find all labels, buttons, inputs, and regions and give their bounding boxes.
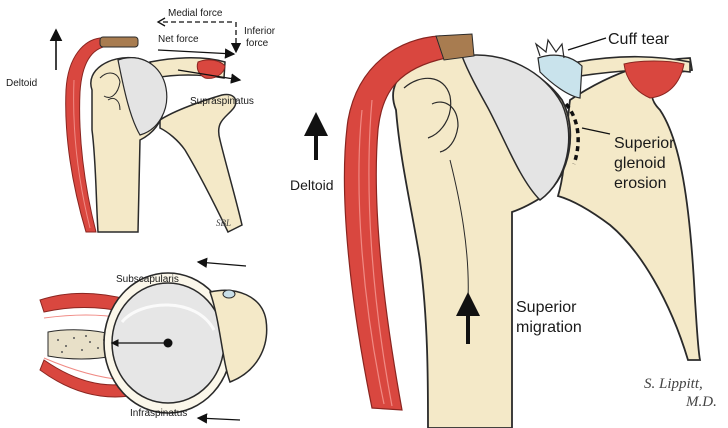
center-of-rotation [164,339,173,348]
superior-migration-label-1: Superior [516,299,577,316]
cuff-tear-label: Cuff tear [608,31,670,48]
inferior-force-label-1: Inferior [244,26,276,37]
glenoid-erosion-label-2: glenoid [614,155,666,172]
net-force-label: Net force [158,34,199,45]
bottom-left-panel: Subscapularis Infraspinatus [40,262,267,420]
scapula [160,94,242,232]
scapula-right [558,58,700,360]
glenoid-erosion-label-1: Superior [614,135,675,152]
lippitt-signature-2: M.D. [685,394,717,410]
glenoid-erosion-label-3: erosion [614,175,666,192]
superior-migration-label-2: migration [516,319,582,336]
supraspinatus-label: Supraspinatus [190,96,254,107]
cuff-tear-pointer [568,38,606,50]
infraspinatus-force-arrow [198,418,240,420]
right-panel: Deltoid Cuff tear Superior glenoid erosi… [290,31,717,428]
subscapularis-label: Subscapularis [116,274,179,285]
deltoid-right-label: Deltoid [290,177,334,193]
deltoid-tendon [100,37,138,47]
infraspinatus-label: Infraspinatus [130,408,187,419]
biceps-tendon [223,290,235,298]
inferior-force-label-2: force [246,38,269,49]
subscapularis-force-arrow [198,262,246,266]
net-force-arrow [158,50,234,54]
deltoid-label: Deltoid [6,78,37,89]
sbl-signature: SBL [216,218,231,228]
lippitt-signature-1: S. Lippitt, [644,376,703,392]
top-left-panel: Deltoid Medial force Inferior force Net … [6,8,276,232]
medial-force-label: Medial force [168,8,223,19]
glenoid-bone [48,330,112,359]
